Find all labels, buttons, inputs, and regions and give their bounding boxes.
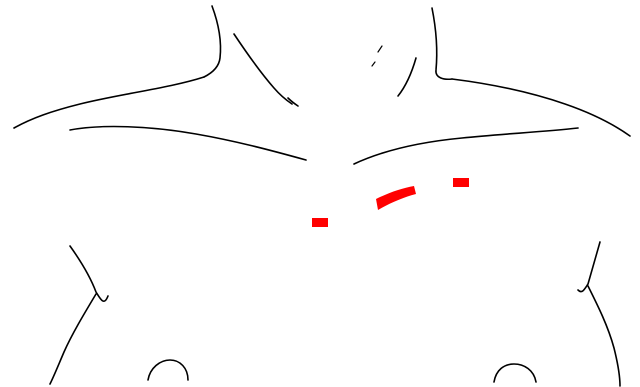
marker-mid-sternum <box>376 186 416 210</box>
nipple-right-outline <box>494 364 536 382</box>
clavicle-left-line <box>70 127 306 160</box>
side-left-line <box>50 294 96 384</box>
throat-mark-1 <box>378 46 382 52</box>
throat-mark-2 <box>372 62 375 66</box>
clavicle-right-line <box>354 128 578 164</box>
armpit-left-line <box>70 246 108 301</box>
neck-inner-right-stroke <box>398 58 416 96</box>
marker-left-clavicle <box>312 218 328 227</box>
neck-right-line <box>432 8 452 79</box>
shoulder-left-line <box>14 77 204 128</box>
shoulder-right-line <box>452 79 630 136</box>
side-right-line <box>588 286 620 386</box>
neck-inner-left-stroke <box>234 34 292 104</box>
neck-left-line <box>204 6 221 77</box>
nipple-left-outline <box>148 360 188 380</box>
armpit-right-line <box>578 242 600 292</box>
marker-right-clavicle <box>453 178 469 187</box>
